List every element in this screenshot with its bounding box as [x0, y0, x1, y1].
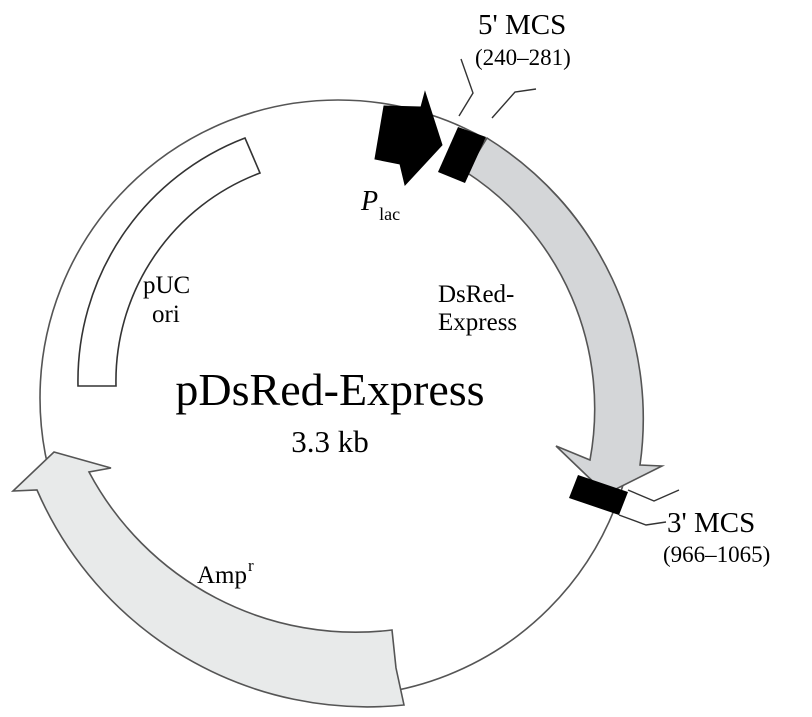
mcs5-leader-left	[458, 58, 474, 117]
mcs5-range: (240–281)	[475, 45, 571, 70]
amp-label: Ampr	[197, 556, 254, 589]
amp-label-sup: r	[248, 556, 254, 575]
mcs5-box	[438, 127, 486, 183]
plac-label-sub: lac	[379, 204, 400, 224]
dsred-label-line2: Express	[438, 309, 517, 336]
dsred-express-arrow	[464, 136, 666, 495]
mcs5-title: 5' MCS	[478, 9, 566, 41]
mcs5-leader-right	[491, 88, 537, 119]
plac-label-base: P	[360, 186, 378, 217]
mcs3-leader-upper	[627, 489, 680, 502]
mcs3-title: 3' MCS	[667, 507, 755, 539]
plasmid-name: pDsRed-Express	[175, 364, 484, 415]
dsred-label-line1: DsRed-	[438, 281, 514, 308]
puc-ori-segment	[77, 136, 262, 387]
plac-label: Plac	[360, 186, 400, 224]
amp-r-arrow	[10, 451, 405, 708]
plasmid-size: 3.3 kb	[291, 424, 369, 459]
puc-label-line2: ori	[152, 301, 180, 328]
puc-label-line1: pUC	[143, 272, 190, 299]
mcs3-range: (966–1065)	[663, 542, 770, 567]
plac-promoter-arrow	[374, 90, 443, 187]
amp-label-base: Amp	[197, 562, 247, 589]
mcs3-box	[569, 475, 628, 515]
mcs3-leader-lower	[618, 514, 667, 526]
